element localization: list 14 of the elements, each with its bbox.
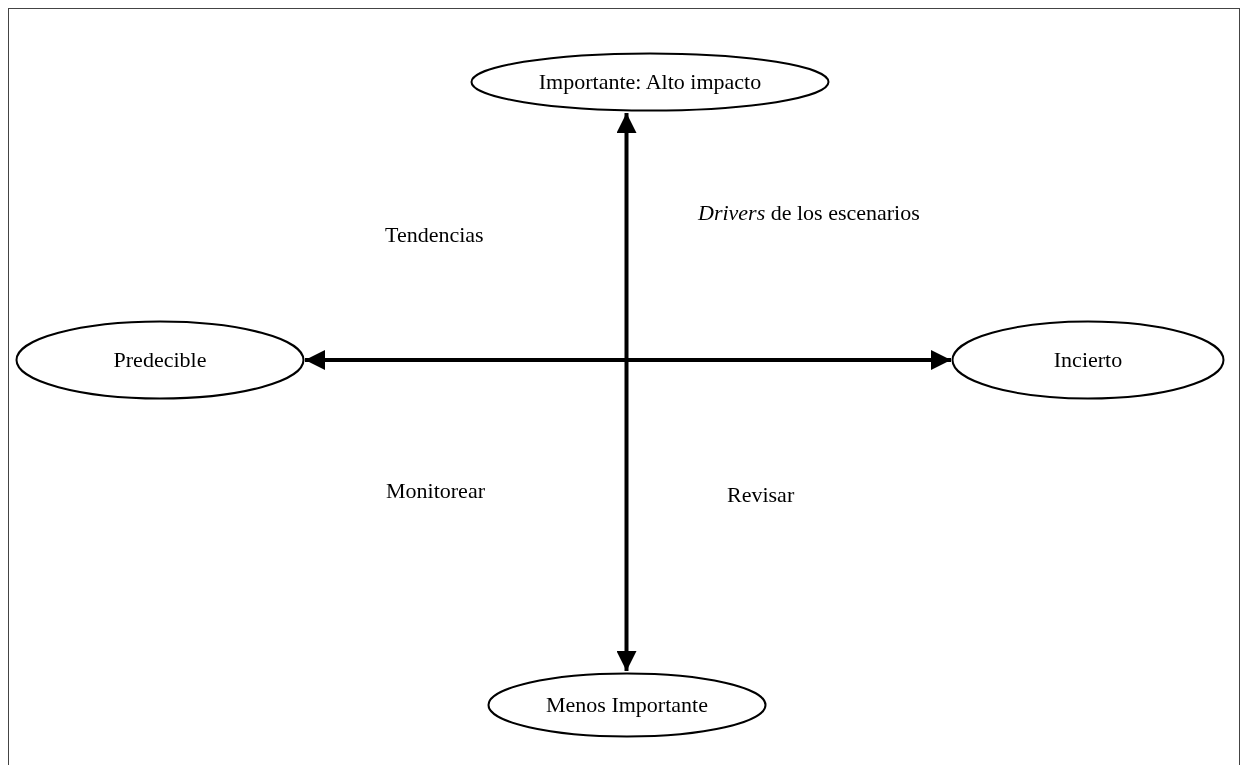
node-label: Predecible <box>113 347 207 373</box>
node-label: Importante: Alto impacto <box>538 69 762 95</box>
quadrant-label: Monitorear <box>386 478 485 504</box>
ellipse-node <box>951 320 1225 400</box>
double-arrow <box>305 350 951 370</box>
quadrant-label: Drivers de los escenarios <box>698 200 920 226</box>
quadrant-label: Tendencias <box>385 222 484 248</box>
ellipse-node <box>470 52 830 112</box>
quadrant-label: Revisar <box>727 482 795 508</box>
node-label: Menos Importante <box>546 692 708 718</box>
ellipse-node <box>15 320 305 400</box>
ellipse-node <box>487 672 767 738</box>
node-label: Incierto <box>1053 347 1123 373</box>
double-arrow <box>616 113 637 671</box>
